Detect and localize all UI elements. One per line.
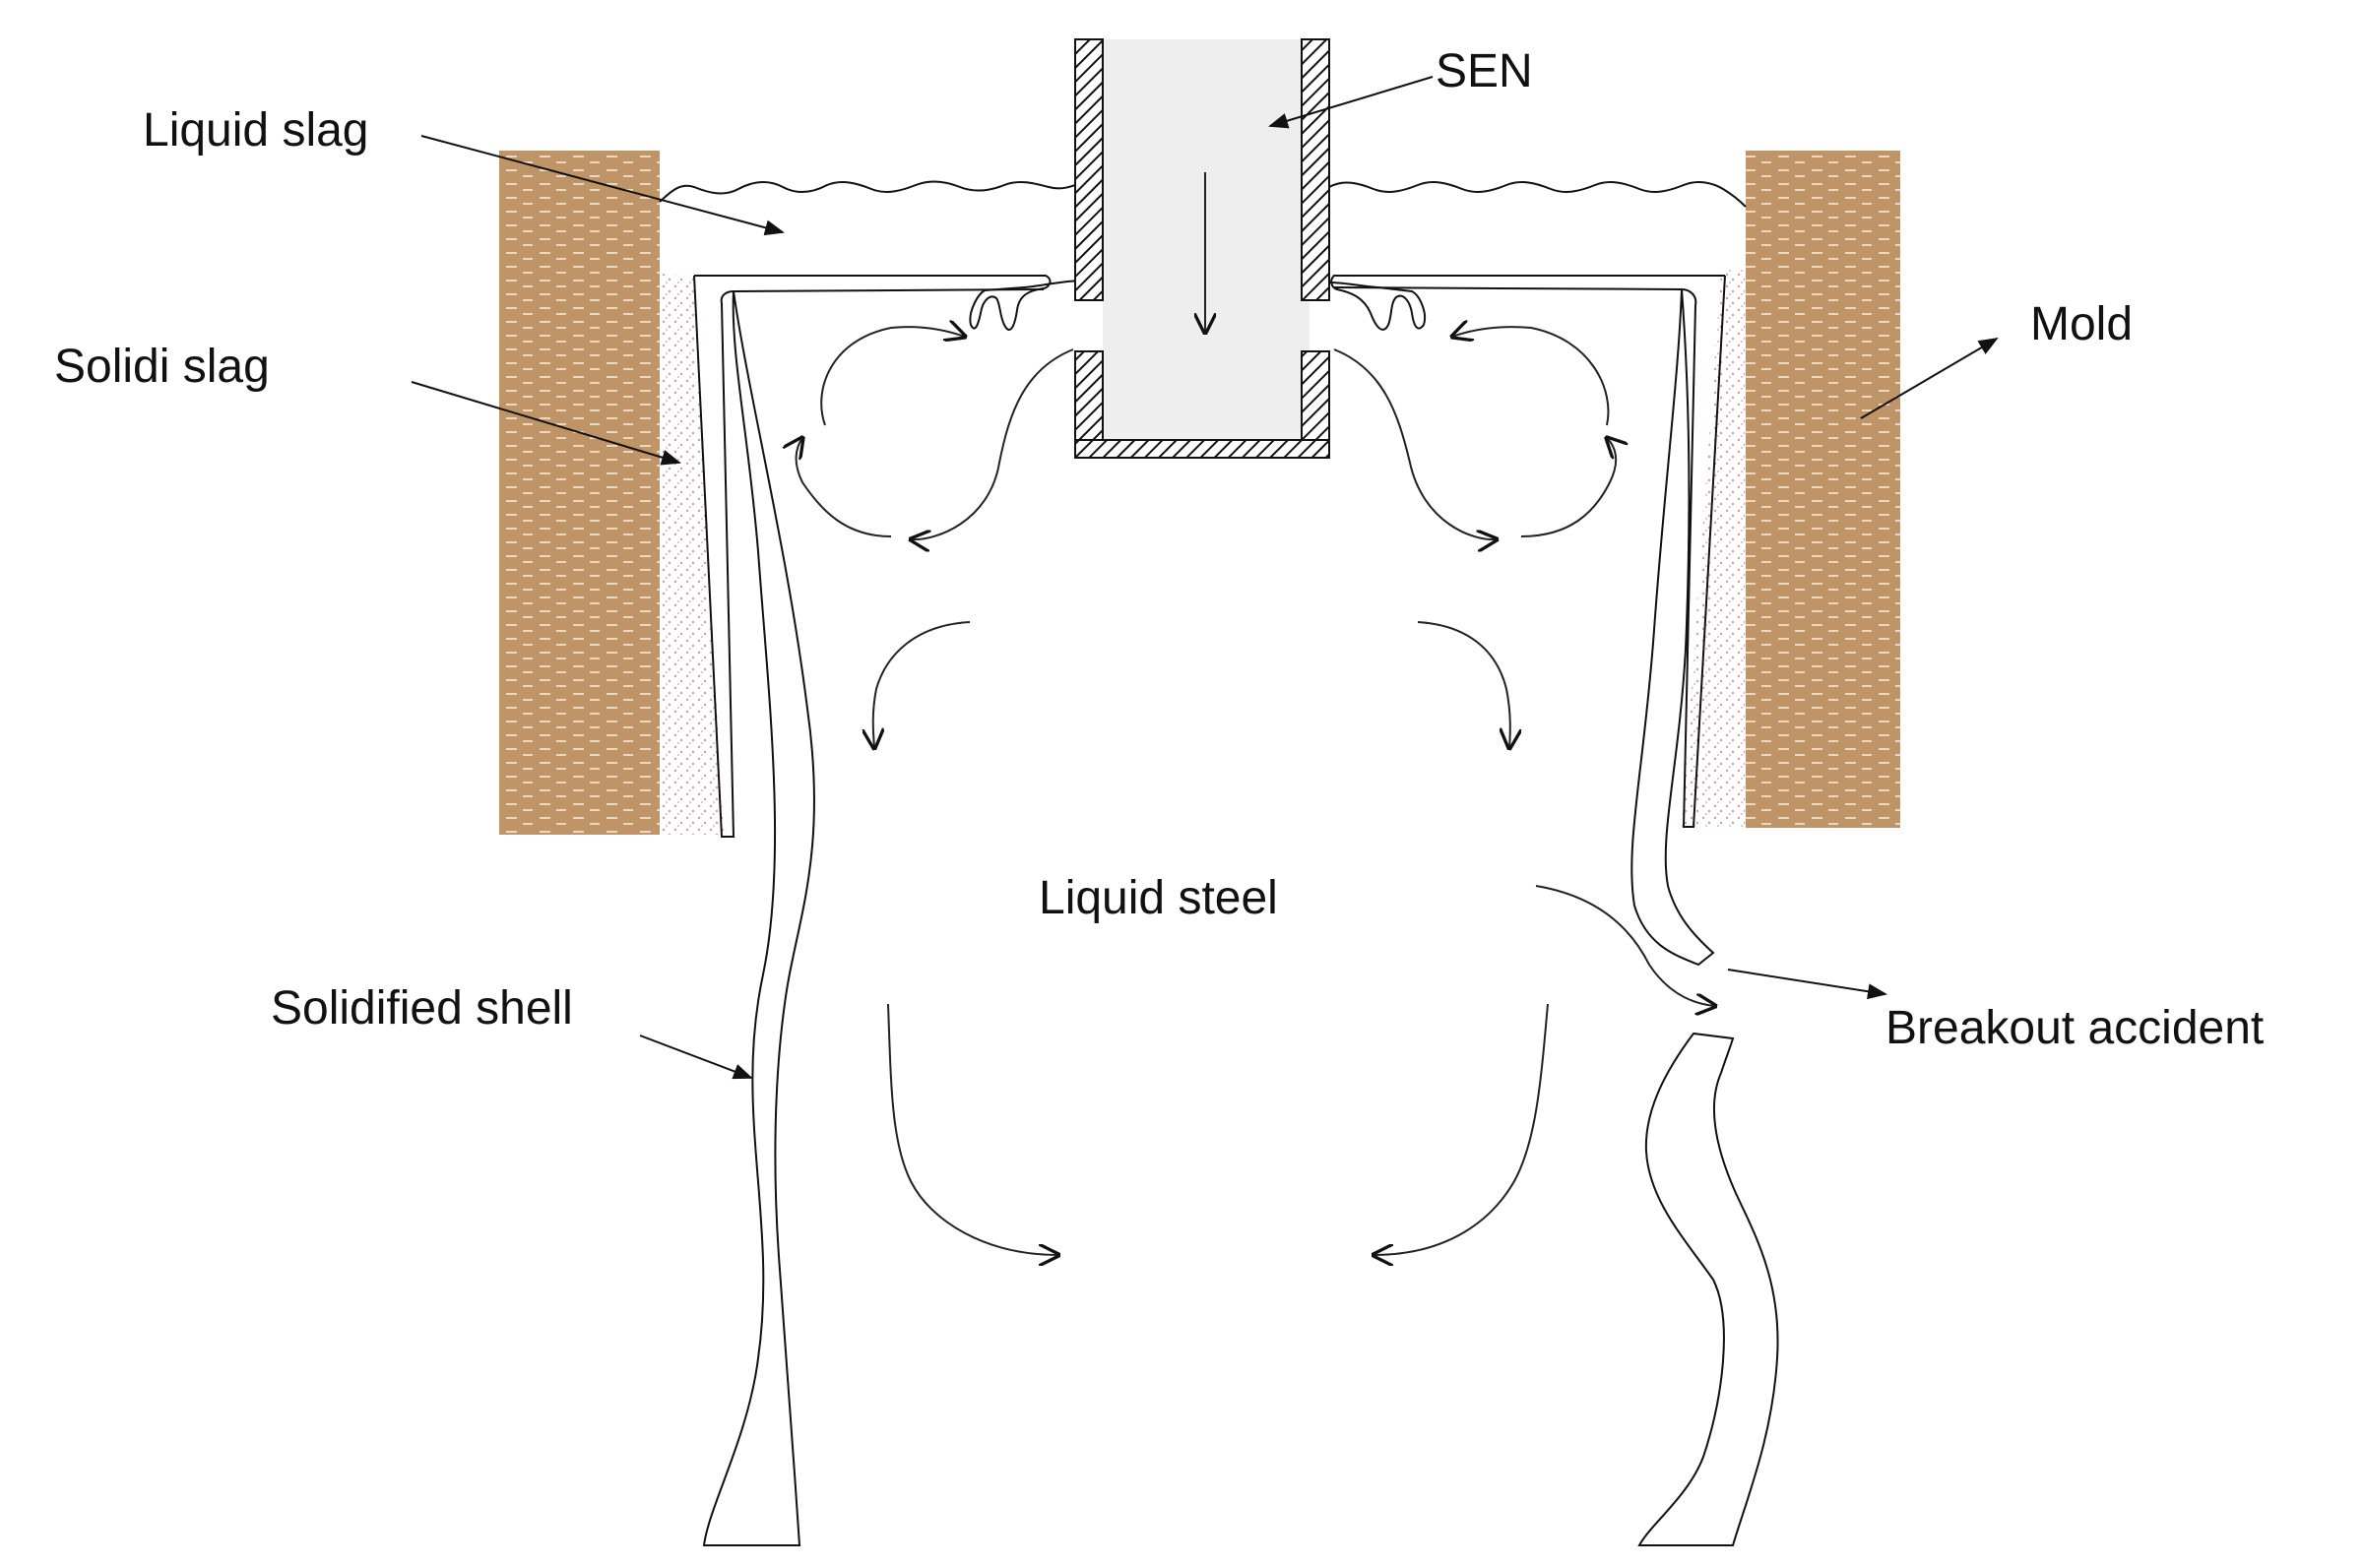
- solidified-shell-left: [693, 275, 1045, 1546]
- flow-arrow-lower-left: [887, 1003, 1058, 1255]
- leader-breakout: [1727, 969, 1887, 1000]
- flow-arrow-lower-right: [1374, 1003, 1549, 1255]
- leader-solid-slag: [411, 381, 681, 466]
- meniscus-right: [1328, 275, 1725, 331]
- liquid-slag-surface-right: [1328, 181, 1747, 208]
- meniscus-left: [694, 275, 1084, 331]
- mold-wall-right: [1746, 151, 1900, 828]
- sen-wall-right-upper: [1301, 38, 1330, 301]
- flow-arrow-upper-left-c: [820, 327, 965, 426]
- sen-wall-left-lower: [1074, 350, 1104, 456]
- flow-arrow-upper-right-a: [1333, 348, 1497, 539]
- label-liquid-steel: Liquid steel: [1039, 872, 1278, 924]
- sen-bottom: [1074, 439, 1330, 459]
- flow-arrow-mid-right: [1417, 621, 1510, 748]
- liquid-slag-surface-left: [659, 180, 1084, 203]
- solid-slag-left: [662, 274, 724, 835]
- flow-arrow-upper-left-a: [911, 348, 1074, 539]
- flow-arrow-upper-left-b: [797, 438, 892, 537]
- leader-mold: [1860, 337, 1999, 419]
- label-mold: Mold: [2030, 298, 2133, 350]
- mold-wall-left: [499, 151, 660, 835]
- label-sen: SEN: [1436, 45, 1533, 97]
- label-solidified-shell: Solidified shell: [271, 982, 573, 1035]
- solidified-shell-right: [1333, 275, 1726, 967]
- flow-arrow-breakout: [1535, 885, 1715, 1006]
- sen-wall-right-lower: [1301, 350, 1330, 456]
- leader-liquid-slag: [420, 135, 785, 236]
- flow-arrow-upper-right-b: [1520, 438, 1616, 537]
- leader-solidified-shell: [639, 1035, 753, 1080]
- label-liquid-slag: Liquid slag: [143, 104, 369, 157]
- leader-sen: [1268, 76, 1434, 129]
- flow-arrow-mid-left: [873, 621, 971, 748]
- flow-arrow-upper-right-c: [1452, 327, 1610, 426]
- sen-wall-left-upper: [1074, 38, 1104, 301]
- label-breakout-accident: Breakout accident: [1885, 1002, 2264, 1054]
- solid-slag-right: [1682, 270, 1745, 827]
- solidified-shell-right-lower: [1637, 1032, 1779, 1546]
- label-solid-slag: Solidi slag: [54, 341, 270, 393]
